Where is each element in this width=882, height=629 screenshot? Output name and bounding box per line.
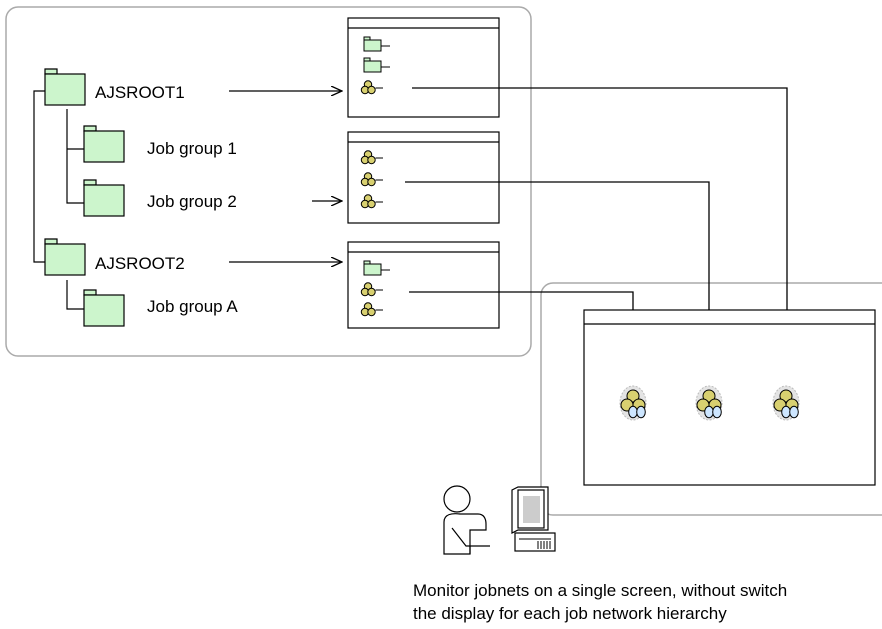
arrows-to-windows <box>229 91 342 262</box>
jobnet-icon <box>772 385 800 421</box>
caption-line-1: Monitor jobnets on a single screen, with… <box>413 581 787 600</box>
jobnet-icon <box>619 385 647 421</box>
caption-line-2: the display for each job network hierarc… <box>413 604 727 623</box>
window-ajsroot1 <box>347 17 500 118</box>
window-job-group-2 <box>347 131 500 224</box>
window-ajsroot2 <box>347 241 500 329</box>
computer-icon <box>511 486 556 552</box>
folder-icon <box>44 68 86 106</box>
folder-icon <box>83 125 125 163</box>
tree-label-ajsroot1: AJSROOT1 <box>95 83 185 102</box>
jobnet-icon <box>695 385 723 421</box>
tree-label-job-group-2: Job group 2 <box>147 192 237 211</box>
folder-icon <box>83 289 125 327</box>
tree-label-ajsroot2: AJSROOT2 <box>95 254 185 273</box>
monitor-panel <box>540 282 882 516</box>
tree-connectors <box>33 90 84 310</box>
operator-icon <box>443 485 490 555</box>
folder-icon <box>83 179 125 217</box>
tree-label-job-group-a: Job group A <box>147 297 238 316</box>
folder-icon <box>44 238 86 276</box>
monitor-window <box>583 309 876 486</box>
tree-label-job-group-1: Job group 1 <box>147 139 237 158</box>
